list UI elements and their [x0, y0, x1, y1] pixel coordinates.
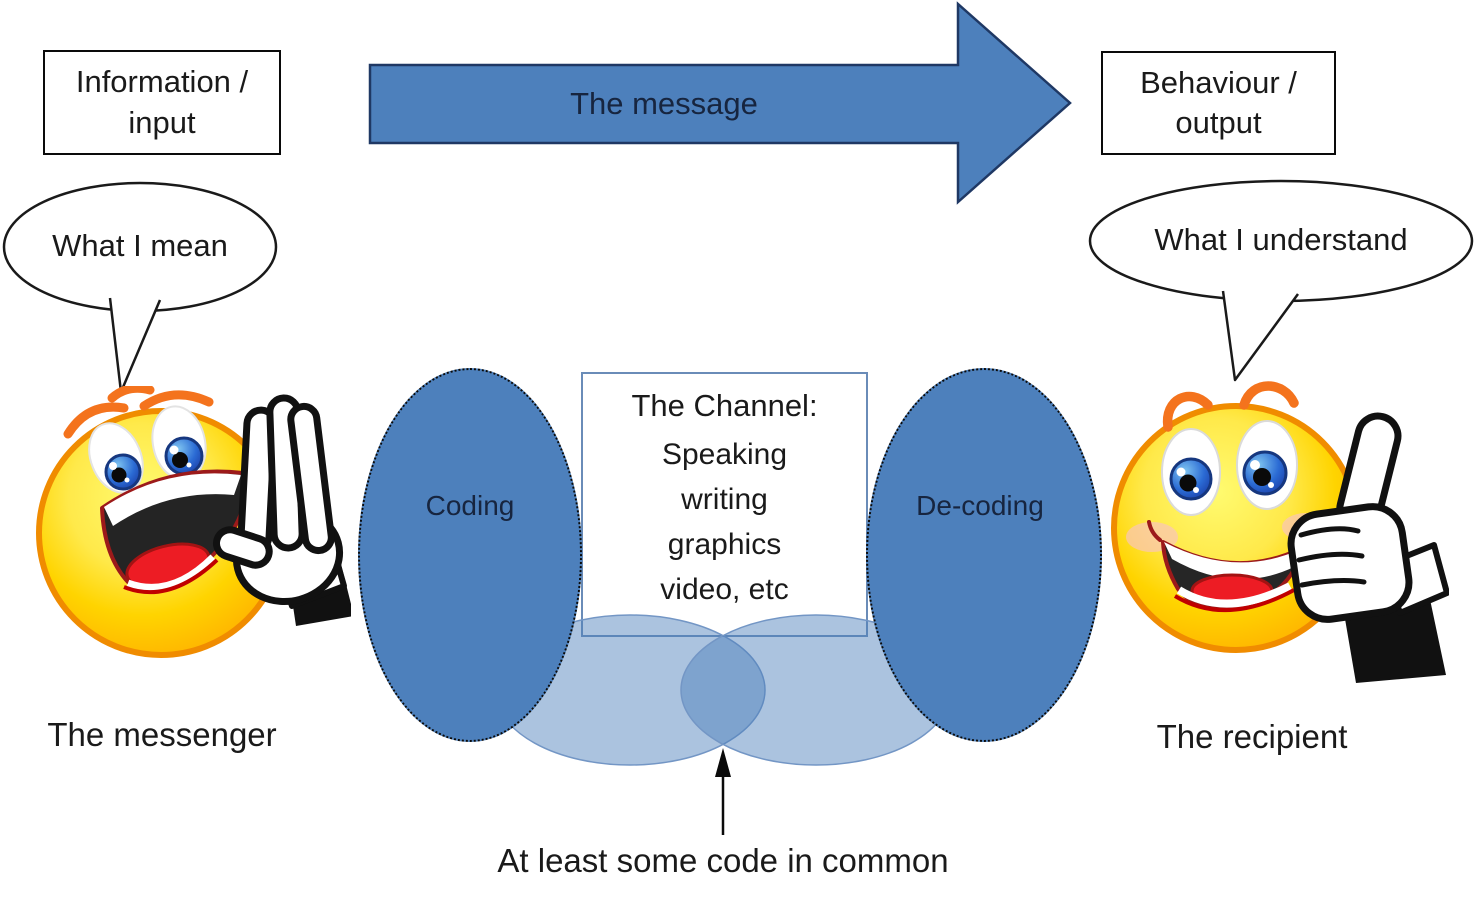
- message-arrow-shape: [368, 1, 1072, 205]
- channel-item: video, etc: [660, 573, 789, 606]
- message-arrow: The message: [368, 0, 1078, 208]
- messenger-bubble-text: What I mean: [52, 228, 228, 263]
- coding-ellipse: [358, 368, 582, 742]
- recipient-bubble-text: What I understand: [1154, 222, 1408, 257]
- messenger-speech-bubble: What I mean: [0, 180, 290, 400]
- information-input-box: Information / input: [43, 50, 281, 155]
- common-code-arrow: [700, 745, 746, 840]
- channel-item: Speaking: [661, 438, 788, 471]
- decoding-label: De-coding: [916, 490, 1044, 521]
- recipient-smiley-icon: [1094, 375, 1449, 690]
- channel-box: The Channel: Speaking writing graphics v…: [581, 372, 868, 637]
- recipient-speech-bubble: What I understand: [1085, 165, 1475, 395]
- messenger-smiley-icon: [16, 386, 351, 691]
- decoding-ellipse: [866, 368, 1102, 742]
- channel-items: Speaking writing graphics video, etc: [583, 432, 866, 612]
- behaviour-output-box: Behaviour / output: [1101, 51, 1336, 155]
- channel-item: writing: [681, 483, 768, 516]
- messenger-label: The messenger: [47, 716, 277, 753]
- channel-item: graphics: [667, 528, 782, 561]
- coding-label: Coding: [425, 490, 515, 521]
- recipient-label: The recipient: [1156, 718, 1348, 755]
- message-arrow-label: The message: [570, 86, 758, 121]
- common-code-label: At least some code in common: [497, 842, 949, 879]
- channel-title: The Channel:: [631, 388, 818, 423]
